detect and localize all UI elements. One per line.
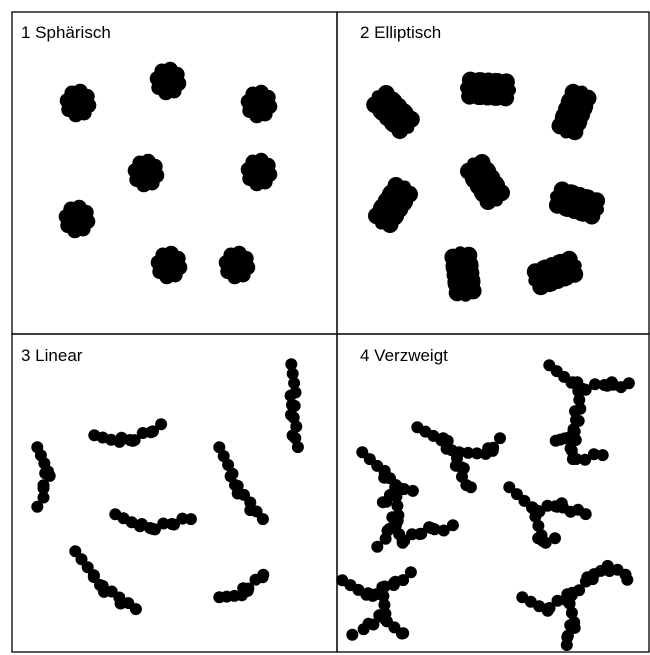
panel-2-elliptical-clusters xyxy=(366,71,606,302)
spherical-cluster xyxy=(149,61,187,101)
spherical-cluster xyxy=(59,83,97,123)
panel-1-frame xyxy=(11,11,338,335)
panel-1-label: 1 Sphärisch xyxy=(21,23,111,42)
spherical-cluster xyxy=(127,153,165,193)
elliptical-cluster xyxy=(460,154,510,210)
elliptical-cluster xyxy=(366,85,420,139)
panel-4-branched-clusters xyxy=(336,359,635,651)
linear-chain xyxy=(69,545,142,616)
elliptical-cluster xyxy=(548,181,606,225)
linear-chain xyxy=(284,358,304,454)
linear-chain xyxy=(88,418,168,448)
panel-4-frame xyxy=(336,333,650,653)
spherical-cluster xyxy=(58,199,96,239)
panel-4-label: 4 Verzweigt xyxy=(360,346,448,365)
linear-chain xyxy=(109,508,197,536)
panel-3-linear-clusters xyxy=(31,358,304,616)
elliptical-cluster xyxy=(526,250,584,296)
spherical-cluster xyxy=(218,245,256,285)
spherical-cluster xyxy=(240,84,278,124)
elliptical-cluster xyxy=(368,177,418,233)
elliptical-cluster xyxy=(444,246,482,302)
branched-cluster xyxy=(503,481,592,549)
branched-cluster xyxy=(336,566,417,641)
branched-cluster xyxy=(516,559,634,651)
panel-2-label: 2 Elliptisch xyxy=(360,23,441,42)
spherical-cluster xyxy=(150,245,188,285)
panel-3-label: 3 Linear xyxy=(21,346,83,365)
branched-cluster xyxy=(543,359,635,466)
panel-1-spherical-clusters xyxy=(58,61,278,285)
linear-chain xyxy=(213,568,270,604)
branched-cluster xyxy=(411,421,506,494)
spherical-cluster xyxy=(240,152,278,192)
linear-chain xyxy=(31,441,56,513)
linear-chain xyxy=(213,441,269,526)
branched-cluster xyxy=(356,446,459,553)
elliptical-cluster xyxy=(551,83,597,141)
elliptical-cluster xyxy=(460,71,516,107)
panel-3-frame xyxy=(11,333,338,653)
panel-frames xyxy=(11,11,650,653)
